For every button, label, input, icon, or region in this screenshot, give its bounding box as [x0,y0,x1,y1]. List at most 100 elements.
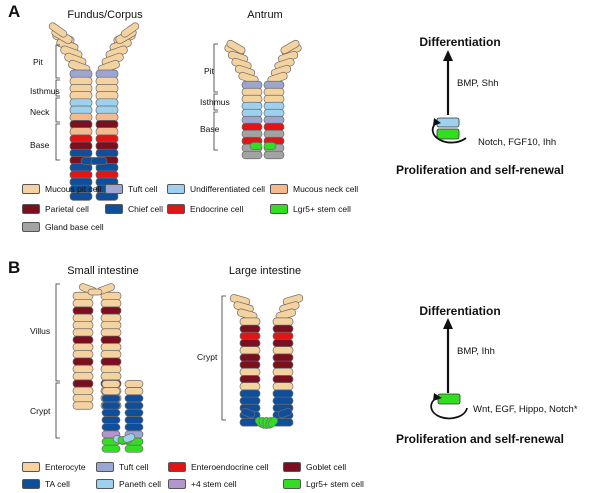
panel-a-legend-item: Mucous pit cell [22,184,101,194]
panel-b-legend-item: +4 stem cell [168,479,237,489]
panel-b-legend-swatch [96,462,114,472]
cell [101,408,121,417]
cell [277,407,293,419]
panel-b-legend-label: Tuft cell [119,462,149,472]
panel-a-legend-item: Mucous neck cell [270,184,358,194]
cell [241,122,263,132]
cell [101,423,121,432]
cell [124,394,144,403]
cell [249,142,263,150]
cell [95,84,119,93]
panel-b-legend-swatch [283,479,301,489]
cell [241,115,263,125]
cell [124,416,144,424]
cell [100,306,122,315]
panel-b-legend-label: Goblet cell [306,462,347,472]
small-bracket-crypt [55,382,60,439]
cell [124,423,144,432]
cell [272,375,294,384]
antrum-region-pit: Pit [204,66,214,76]
panel-a-loop-arrowhead [433,118,441,126]
cell [239,367,261,377]
cell [241,101,263,111]
cell [90,157,108,165]
cell [95,112,119,122]
cell [69,148,93,158]
cell [87,288,103,296]
panel-a-legend-label: Chief cell [128,204,163,214]
cell [239,346,261,355]
cell [241,108,263,118]
panel-b-legend-item: Enteroendocrine cell [168,462,269,472]
large-intestine-title: Large intestine [228,265,302,277]
panel-b-legend-item: Goblet cell [283,462,346,472]
cell [95,134,119,144]
cell [101,387,121,396]
panel-b-legend-item: Enterocyte [22,462,86,472]
cell [124,444,144,453]
cell [95,76,119,86]
panel-b-legend-label: Enteroendocrine cell [191,462,269,472]
panel-a-legend-swatch [167,204,185,214]
panel-b-differentiation: Differentiation [419,304,501,318]
small-intestine-title: Small intestine [67,265,139,277]
panel-a-stem-cell [436,128,460,140]
panel-a-up-arrow-head [443,50,453,61]
cell [101,394,121,403]
large-region-crypt: Crypt [197,352,218,362]
cell [72,343,94,352]
cell [72,401,94,410]
cell [239,324,261,333]
cell [239,396,261,405]
cell [101,444,121,453]
cell [272,317,294,326]
cell [241,150,263,160]
panel-a-legend-item: Endocrine cell [167,204,243,214]
panel-a-legend-label: Undifferentiated cell [190,184,265,194]
cell [100,328,122,337]
cell [263,94,285,104]
panel-a-legend-swatch [270,184,288,194]
panel-b-loop-arrowhead [433,393,442,401]
cell [272,396,294,405]
panel-b-legend-item: Lgr5+ stem cell [283,479,364,489]
panel-b-legend-item: TA cell [22,479,70,489]
cell [48,22,68,38]
panel-b-legend-label: TA cell [45,479,70,489]
antrum-bracket-isthmus [213,93,218,111]
cell [239,382,261,391]
cell [272,324,294,333]
cell [72,350,94,359]
cell [69,76,93,86]
panel-b-legend-swatch [283,462,301,472]
cell [95,91,119,100]
small-region-villus: Villus [30,326,51,336]
panel-b-legend-label: Lgr5+ stem cell [306,479,364,489]
panel-b-legend-label: Paneth cell [119,479,162,489]
antrum-bracket-base [213,111,218,151]
cell [72,299,94,308]
panel-a-legend-label: Tuft cell [128,184,158,194]
cell [272,353,294,362]
panel-a-legend-item: Undifferentiated cell [167,184,265,194]
cell [124,408,144,417]
cell [239,360,261,369]
cell [239,353,261,362]
cell [272,360,294,369]
cell [241,129,263,139]
cell [239,389,261,398]
fundus-bracket-neck [55,97,60,123]
panel-b-legend-swatch [22,462,40,472]
cell [272,346,294,355]
cell [69,105,93,115]
cell [226,39,246,55]
cell [263,101,285,111]
panel-b-legend-swatch [168,479,186,489]
cell [100,357,122,366]
cell [95,105,119,115]
fundus-title: Fundus/Corpus [67,9,143,21]
cell [72,394,94,403]
cell [95,69,119,79]
antrum-title: Antrum [247,9,283,21]
